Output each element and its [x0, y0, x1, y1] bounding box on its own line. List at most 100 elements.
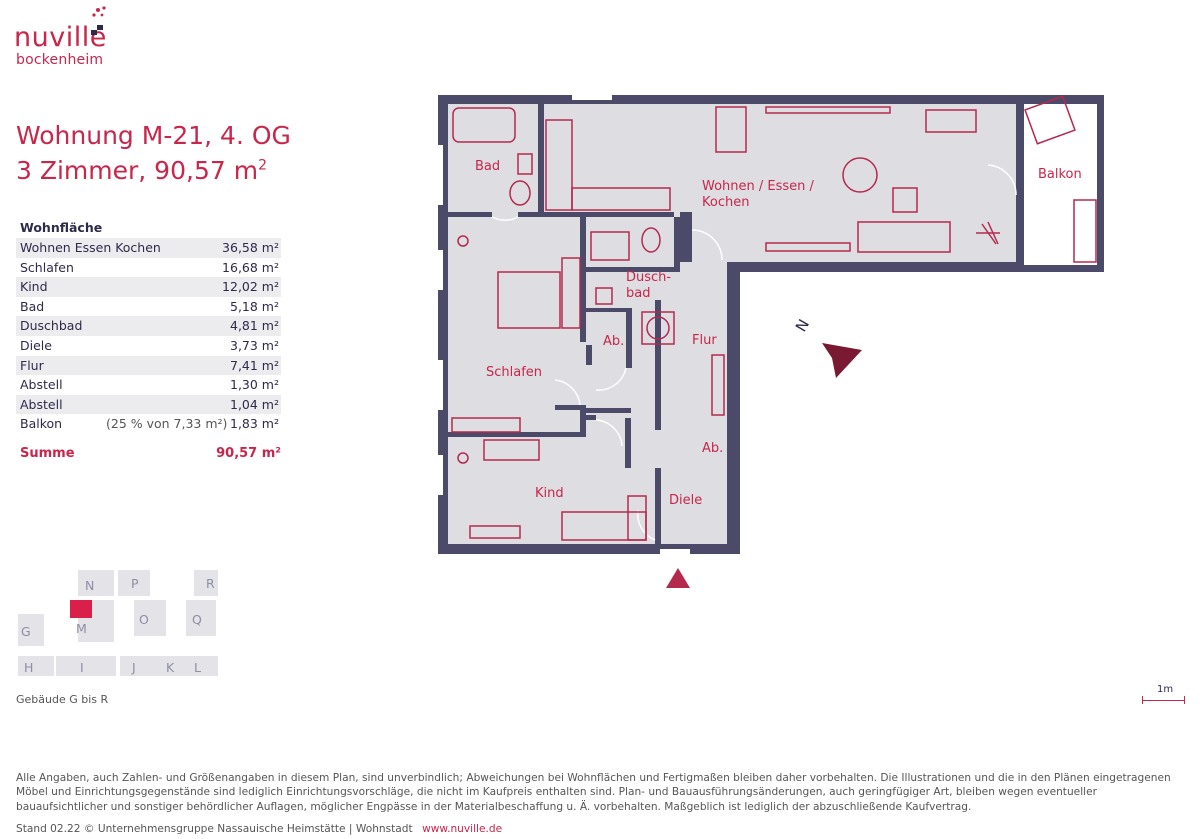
building-p	[118, 570, 150, 596]
planter-icon	[1073, 199, 1097, 263]
building-jkl	[120, 656, 218, 676]
shower-toilet-icon	[641, 227, 661, 253]
building-h	[18, 656, 54, 676]
room-label-duschbad-line1: Dusch-	[626, 270, 671, 285]
armchair-icon	[842, 157, 878, 193]
floor-plan: Bad Wohnen / Essen / Kochen Balkon Dusch…	[438, 95, 1104, 588]
toilet-icon	[509, 180, 531, 206]
plant-icon	[976, 221, 1000, 245]
building-label-o: O	[139, 612, 149, 627]
desk-icon	[483, 439, 540, 461]
room-label-bad: Bad	[475, 159, 500, 174]
room-label-wohnen-line1: Wohnen / Essen /	[702, 179, 815, 194]
brand-logo-icon	[91, 6, 106, 35]
room-label-abstell-1: Ab.	[603, 334, 624, 349]
footer-url-link[interactable]: www.nuville.de	[422, 823, 503, 835]
building-label-h: H	[24, 660, 34, 675]
lowboard-kind-icon	[469, 525, 521, 539]
interior-walls	[448, 104, 692, 544]
area-sum-value: 90,57 m²	[216, 446, 281, 461]
side-table-icon	[892, 187, 918, 213]
shower-drain-icon	[646, 316, 670, 340]
scale-line	[1142, 700, 1185, 701]
building-label-m: M	[76, 621, 87, 636]
lowboard-icon	[765, 242, 851, 252]
room-label-balkon: Balkon	[1038, 167, 1082, 182]
building-g	[18, 614, 44, 646]
building-q	[186, 600, 216, 636]
kitchen-counter-2-icon	[571, 187, 671, 211]
outer-walls	[438, 95, 1104, 554]
brand-logo-subtitle: bockenheim	[16, 52, 104, 68]
building-label-g: G	[21, 624, 31, 639]
double-bed-icon	[497, 271, 561, 329]
building-label-n: N	[85, 578, 95, 593]
sideboard-icon	[765, 106, 891, 114]
windows	[438, 95, 690, 554]
building-r	[194, 570, 218, 596]
building-label-k: K	[166, 660, 175, 675]
piano-icon	[925, 109, 977, 133]
room-label-kind: Kind	[535, 486, 564, 501]
unit-marker	[70, 600, 92, 618]
lounge-chair-icon	[1024, 95, 1076, 145]
building-i	[56, 656, 116, 676]
building-n	[78, 570, 114, 596]
room-label-duschbad-line2: bad	[626, 286, 650, 301]
room-label-abstell-2: Ab.	[702, 441, 723, 456]
area-table-heading: Wohnfläche	[20, 220, 103, 235]
svg-text:N: N	[792, 316, 813, 335]
building-o	[134, 600, 166, 636]
bed-shelf-icon	[627, 495, 647, 541]
entrance-arrow-icon	[666, 568, 690, 588]
bathtub-icon	[452, 107, 516, 143]
sink-icon	[517, 153, 533, 175]
apartment-title: Wohnung M-21, 4. OG	[16, 121, 291, 150]
shower-sink-icon	[590, 231, 630, 261]
key-plan: N P R G M O Q H I J K L	[14, 568, 224, 680]
kind-plant-icon	[457, 452, 469, 464]
scale-bar: 1m	[1142, 684, 1186, 708]
door-swings	[491, 164, 1017, 541]
room-label-diele: Diele	[669, 493, 702, 508]
kitchen-counter-icon	[545, 119, 573, 211]
footer-text: Stand 02.22 © Unternehmensgruppe Nassaui…	[16, 823, 413, 835]
room-label-flur: Flur	[692, 333, 717, 348]
footer: Stand 02.22 © Unternehmensgruppe Nassaui…	[16, 823, 502, 835]
wash-basin-icon	[595, 287, 613, 305]
furniture	[451, 95, 1097, 541]
dining-table-icon	[715, 106, 747, 153]
area-sum-row: Summe 90,57 m²	[20, 446, 281, 461]
shower-tray-icon	[641, 311, 675, 345]
apartment-rooms-area: 3 Zimmer, 90,57 m2	[16, 156, 267, 185]
scale-tick	[1142, 696, 1143, 704]
room-label-schlafen: Schlafen	[486, 365, 542, 380]
schlafen-plant-icon	[457, 235, 469, 247]
building-label-i: I	[80, 660, 84, 675]
brand-logo-wordmark: nuville	[14, 22, 107, 53]
building-label-p: P	[131, 576, 139, 591]
room-label-wohnen-line2: Kochen	[702, 195, 749, 210]
sofa-icon	[857, 221, 951, 253]
disclaimer-text: Alle Angaben, auch Zahlen- und Größenang…	[16, 772, 1171, 813]
building-label-q: Q	[192, 612, 202, 627]
building-label-l: L	[194, 660, 201, 675]
table-row: Balkon(25 % von 7,33 m²)1,83 m²	[20, 416, 279, 432]
building-label-j: J	[132, 660, 136, 675]
keyplan-caption: Gebäude G bis R	[16, 693, 109, 706]
floor-fill	[438, 95, 1022, 554]
flur-shelf-icon	[711, 354, 725, 416]
north-arrow-icon: N	[792, 316, 862, 378]
wardrobe-icon	[561, 257, 581, 329]
scale-tick	[1184, 696, 1185, 704]
scale-label: 1m	[1157, 684, 1174, 695]
